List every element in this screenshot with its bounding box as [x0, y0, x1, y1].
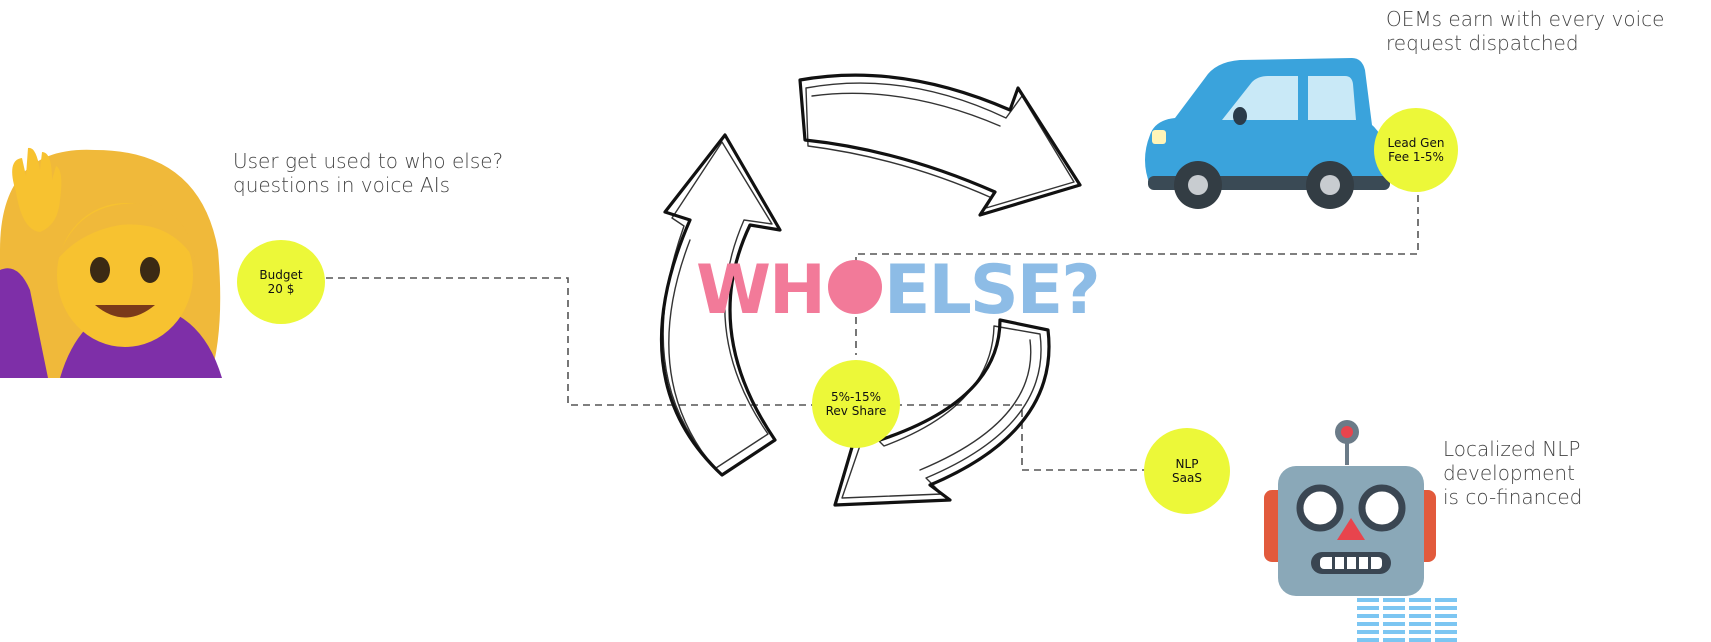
logo-text-else: ELSE? — [884, 251, 1099, 330]
caption-oem: OEMs earn with every voice request dispa… — [1386, 7, 1706, 55]
robot-icon — [1264, 420, 1436, 596]
logo-o-dot — [828, 260, 882, 314]
caption-user: User get used to who else? questions in … — [233, 149, 563, 197]
dash-block — [1357, 598, 1457, 642]
car-icon — [1145, 58, 1390, 209]
badge-lead-gen: Lead Gen Fee 1-5% — [1374, 108, 1458, 192]
badge-budget: Budget 20 $ — [237, 240, 325, 324]
badge-nlp-saas: NLP SaaS — [1144, 428, 1230, 514]
caption-nlp: Localized NLP development is co-financed — [1443, 437, 1709, 509]
woman-raising-hand-icon — [0, 148, 222, 378]
logo-text-who: WH — [696, 251, 824, 330]
badge-rev-share: 5%-15% Rev Share — [812, 360, 900, 448]
whoelse-logo: WH ELSE? — [696, 251, 1099, 330]
